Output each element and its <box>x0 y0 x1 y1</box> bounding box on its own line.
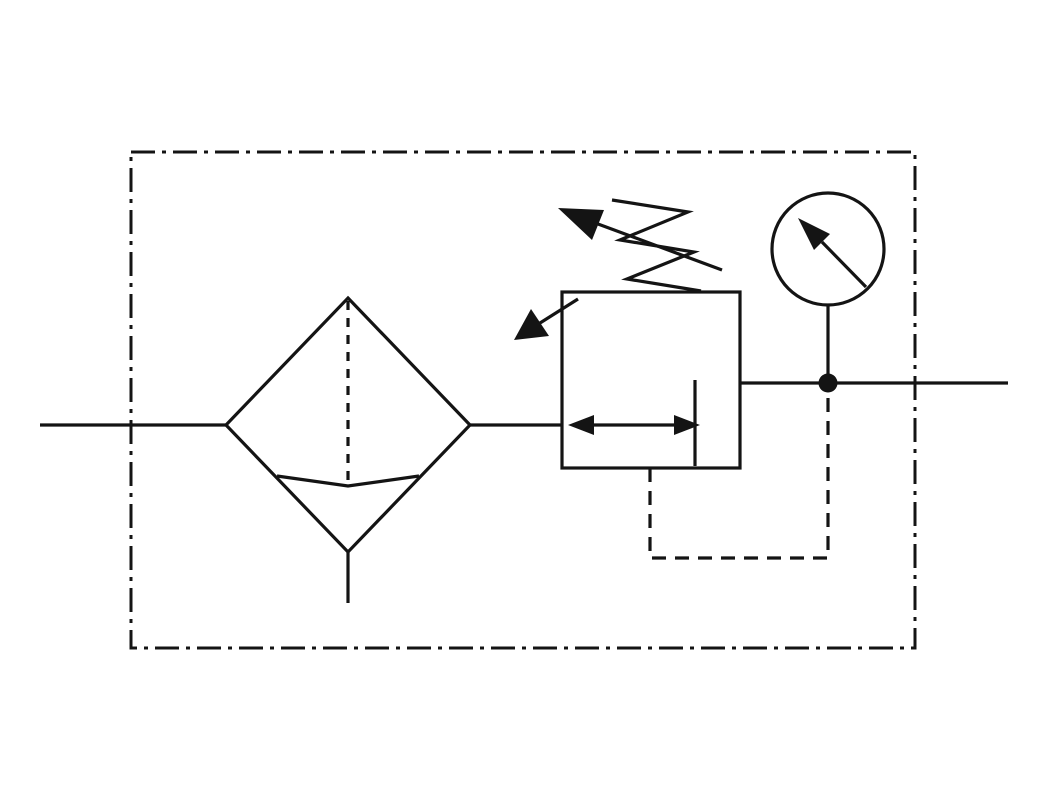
flow-arrowhead-left <box>568 415 594 435</box>
flow-arrowhead-right <box>674 415 700 435</box>
pilot-feedback-line <box>648 392 830 560</box>
vent-arrowhead <box>514 309 549 340</box>
filter-separator <box>223 295 473 555</box>
junction-dot <box>818 373 838 393</box>
gauge-dial-circle <box>770 191 886 307</box>
vent-arrow-shaft <box>539 297 579 325</box>
adjustment-arrowhead <box>558 208 604 240</box>
enclosure-frame <box>129 150 917 650</box>
gauge-needle-shaft <box>820 240 868 289</box>
relief-vent-arrow <box>514 297 579 340</box>
pilot-dashed-path <box>648 392 830 560</box>
junction-node <box>818 373 838 393</box>
gauge-needle-arrowhead <box>798 218 830 250</box>
adjustment-arrow-shaft <box>597 222 723 272</box>
assembly-boundary <box>129 150 917 650</box>
pressure-gauge <box>770 191 886 374</box>
separator-baffle-line <box>276 474 420 488</box>
regulator-body-box <box>560 290 742 470</box>
pressure-regulator <box>560 290 742 470</box>
adjustment-spring <box>558 198 723 293</box>
